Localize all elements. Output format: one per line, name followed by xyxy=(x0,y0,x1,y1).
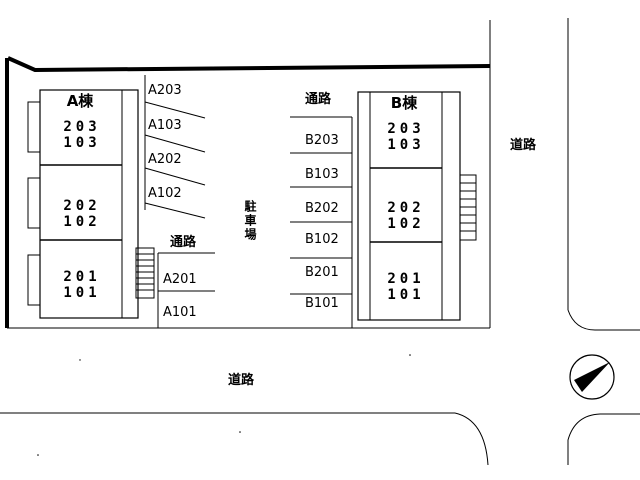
parking-space-label: B101 xyxy=(305,296,339,311)
unit-label: 101 xyxy=(63,285,100,301)
building-b-name: B棟 xyxy=(391,94,418,112)
building-a-name: A棟 xyxy=(67,92,95,110)
parking-left-lower xyxy=(157,252,215,328)
unit-label: 101 xyxy=(387,287,424,303)
passage-label: 通路 xyxy=(305,91,332,107)
parking-space-label: B103 xyxy=(305,167,339,182)
unit-label: 201 xyxy=(387,271,424,287)
building-a: A棟 203 103 202 102 201 101 xyxy=(27,89,155,319)
parking-left xyxy=(144,75,206,219)
staircase-b xyxy=(459,174,477,241)
parking-space-label: B203 xyxy=(305,133,339,148)
parking-space-label: A203 xyxy=(148,83,182,98)
unit-label: 103 xyxy=(63,135,100,151)
parking-right xyxy=(290,116,353,328)
parking-space-label: A102 xyxy=(148,186,182,201)
unit-label: 201 xyxy=(63,269,100,285)
unit-label: 202 xyxy=(387,200,424,216)
north-arrow-icon xyxy=(569,354,615,400)
parking-space-label: A101 xyxy=(163,305,197,320)
unit-label: 203 xyxy=(387,121,424,137)
staircase-a xyxy=(135,247,155,299)
parking-lot-label: 駐車場 xyxy=(243,199,257,242)
scan-noise xyxy=(37,354,411,456)
site-boundary-north xyxy=(7,56,491,73)
road-label-south: 道路 xyxy=(228,372,255,388)
parking-space-label: B201 xyxy=(305,265,339,280)
unit-label: 103 xyxy=(387,137,424,153)
parking-space-label: A103 xyxy=(148,118,182,133)
passage-label: 通路 xyxy=(170,234,197,250)
road-label-east: 道路 xyxy=(510,137,537,153)
unit-label: 202 xyxy=(63,198,100,214)
road-corner-sw xyxy=(454,412,489,466)
parking-space-label: B202 xyxy=(305,201,339,216)
balcony xyxy=(27,101,41,153)
road-corner-ne xyxy=(567,309,640,331)
road-corner-se xyxy=(567,413,640,465)
parking-space-label: A202 xyxy=(148,152,182,167)
unit-label: 203 xyxy=(63,119,100,135)
unit-label: 102 xyxy=(63,214,100,230)
balcony xyxy=(27,254,41,306)
unit-label: 102 xyxy=(387,216,424,232)
balcony xyxy=(27,177,41,229)
building-b: B棟 203 103 202 102 201 101 xyxy=(357,91,477,321)
parking-space-label: A201 xyxy=(163,272,197,287)
parking-space-label: B102 xyxy=(305,232,339,247)
